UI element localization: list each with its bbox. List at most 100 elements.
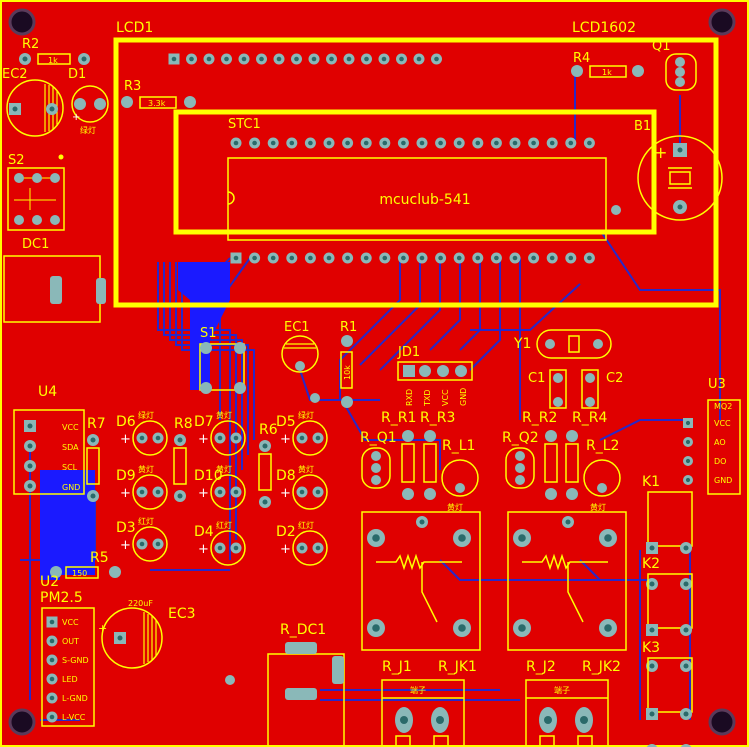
chip-text: mcuclub-541 xyxy=(379,192,470,208)
ec1-label: EC1 xyxy=(284,320,310,335)
lcd1602-outline xyxy=(113,37,719,308)
stc1-pins-bottom xyxy=(230,252,595,264)
r-r3-label: R_R3 xyxy=(420,410,455,426)
led-label: D8 xyxy=(276,468,296,484)
led-label: D5 xyxy=(276,414,296,430)
r2-value: 1k xyxy=(48,56,58,65)
lcd-header-pins xyxy=(168,53,442,65)
jd1-pin-label: GND xyxy=(459,388,468,406)
u2-pin-label: LED xyxy=(62,675,78,684)
led-label: D3 xyxy=(116,520,136,536)
r1-label: R1 xyxy=(340,320,357,335)
u4-label: U4 xyxy=(38,384,57,400)
svg-text:+: + xyxy=(120,432,131,447)
ec2-label: EC2 xyxy=(2,67,28,82)
u2-pin-label: L-GND xyxy=(62,694,88,703)
r-r2-label: R_R2 xyxy=(522,410,557,426)
terminal-label: 端子 xyxy=(554,685,570,695)
jd1-pin-label: RXD xyxy=(405,389,414,406)
svg-text:+: + xyxy=(72,112,80,123)
buzzer-outline xyxy=(637,135,723,221)
d1-color: 绿灯 xyxy=(80,125,96,135)
u4-pin-label: GND xyxy=(62,483,80,492)
lcd1602-label: LCD1602 xyxy=(572,20,636,36)
pad xyxy=(680,744,692,747)
c1-label: C1 xyxy=(528,371,545,386)
led-color: 红灯 xyxy=(216,520,232,530)
s2-label: S2 xyxy=(8,153,25,168)
key-label: K1 xyxy=(642,474,660,490)
resistor-label: R6 xyxy=(259,422,278,438)
r-l2-label: R_L2 xyxy=(586,438,619,454)
u4-pin-label: SCL xyxy=(62,463,78,472)
copper-pour-top xyxy=(178,262,230,390)
led-color: 绿灯 xyxy=(138,410,154,420)
led-label: D7 xyxy=(194,414,214,430)
r5-value: 150 xyxy=(72,569,87,578)
relays xyxy=(361,511,627,651)
stc1-label: STC1 xyxy=(228,117,261,132)
r3-value: 3.3k xyxy=(148,99,166,108)
led-label: D6 xyxy=(116,414,136,430)
r2-label: R2 xyxy=(22,37,39,52)
u4-pin-label: SDA xyxy=(62,443,79,452)
c2-label: C2 xyxy=(606,371,623,386)
terminal-jk-label: R_JK2 xyxy=(582,659,621,675)
svg-text:+: + xyxy=(198,432,209,447)
stc1-body xyxy=(227,157,607,241)
key-label: K2 xyxy=(642,556,660,572)
led-color: 黄灯 xyxy=(138,464,154,474)
led-color: 红灯 xyxy=(298,520,314,530)
led-label: D2 xyxy=(276,524,296,540)
u2-pin-label: VCC xyxy=(62,618,79,627)
r-q2-label: R_Q2 xyxy=(502,430,539,446)
key-label: K3 xyxy=(642,640,660,656)
dc1-label: DC1 xyxy=(22,237,49,252)
led-label: D9 xyxy=(116,468,136,484)
r4-label: R4 xyxy=(573,51,590,66)
r3-label: R3 xyxy=(124,79,141,94)
resistor-label: R7 xyxy=(87,416,106,432)
u3-label: U3 xyxy=(708,377,726,392)
u3-pin-label: DO xyxy=(714,457,726,466)
terminal-label: 端子 xyxy=(410,685,426,695)
pm25-label: PM2.5 xyxy=(40,590,83,606)
led-color: 绿灯 xyxy=(298,410,314,420)
copper-pour-left xyxy=(40,470,95,580)
s2-outline xyxy=(7,167,65,231)
led-color: 红灯 xyxy=(138,516,154,526)
r-r1-label: R_R1 xyxy=(381,410,416,426)
svg-text:+: + xyxy=(198,486,209,501)
u3-pin-label: VCC xyxy=(714,419,731,428)
svg-text:+: + xyxy=(280,486,291,501)
r-q1-label: R_Q1 xyxy=(360,430,397,446)
r-l1-color: 黄灯 xyxy=(447,502,463,512)
u2-pin-label: S-GND xyxy=(62,656,89,665)
jd1-pin-label: TXD xyxy=(423,389,432,407)
r-dc1-label: R_DC1 xyxy=(280,622,326,638)
r-l1-label: R_L1 xyxy=(442,438,475,454)
u2-pin-label: OUT xyxy=(62,637,79,646)
lcd1-label: LCD1 xyxy=(116,20,153,36)
led-color: 黄灯 xyxy=(298,464,314,474)
s1-label: S1 xyxy=(200,326,217,341)
resistor-label: R8 xyxy=(174,416,193,432)
y1-label: Y1 xyxy=(513,336,531,352)
led-label: D4 xyxy=(194,524,214,540)
b1-label: B1 xyxy=(634,119,651,134)
ec2-outline xyxy=(6,79,64,137)
led-color: 黄灯 xyxy=(216,410,232,420)
r1-value: 10k xyxy=(343,365,352,380)
svg-text:+: + xyxy=(120,538,131,553)
stc1-pins-top xyxy=(230,137,595,149)
svg-text:+: + xyxy=(98,622,107,635)
stc1-outline xyxy=(173,109,657,235)
svg-text:+: + xyxy=(280,432,291,447)
u2-label: U2 xyxy=(40,574,59,590)
